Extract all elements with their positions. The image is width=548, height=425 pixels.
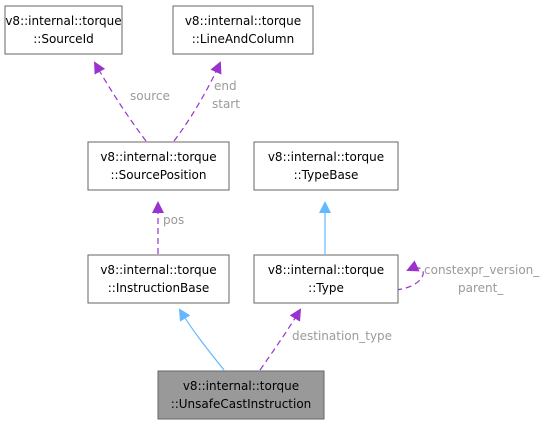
node-instruction-base-line2: ::InstructionBase [108, 281, 210, 295]
node-source-id[interactable]: v8::internal::torque ::SourceId [4, 5, 123, 55]
edge-label-constexpr-line2: parent_ [458, 281, 504, 295]
edge-label-end: end [214, 79, 237, 93]
node-unsafe-cast-instruction[interactable]: v8::internal::torque ::UnsafeCastInstruc… [157, 370, 325, 420]
node-unsafe-cast-instruction-line1: v8::internal::torque [183, 379, 299, 393]
node-unsafe-cast-instruction-line2: ::UnsafeCastInstruction [171, 397, 312, 411]
edge-source [94, 61, 147, 142]
node-type[interactable]: v8::internal::torque ::Type [253, 254, 399, 304]
node-line-and-column-line2: ::LineAndColumn [192, 32, 294, 46]
edge-destination-type [259, 308, 302, 371]
node-source-id-line1: v8::internal::torque [5, 14, 121, 28]
edge-label-constexpr-line1: constexpr_version_ [424, 263, 540, 277]
node-source-position-line1: v8::internal::torque [100, 150, 216, 164]
edge-label-source: source [130, 89, 170, 103]
node-instruction-base[interactable]: v8::internal::torque ::InstructionBase [87, 254, 230, 304]
node-source-position[interactable]: v8::internal::torque ::SourcePosition [87, 141, 230, 191]
edge-label-destination-type: destination_type [292, 329, 392, 343]
edge-label-pos: pos [163, 213, 184, 227]
edge-label-start: start [212, 97, 240, 111]
node-instruction-base-line1: v8::internal::torque [100, 263, 216, 277]
node-type-base-line2: ::TypeBase [294, 168, 359, 182]
node-type-base[interactable]: v8::internal::torque ::TypeBase [253, 141, 399, 191]
node-line-and-column[interactable]: v8::internal::torque ::LineAndColumn [172, 5, 314, 55]
node-type-line2: ::Type [308, 281, 344, 295]
node-source-id-line2: ::SourceId [33, 32, 93, 46]
edge-constexpr-self-loop [395, 260, 424, 291]
node-line-and-column-line1: v8::internal::torque [185, 14, 301, 28]
node-type-base-line1: v8::internal::torque [268, 150, 384, 164]
edge-end-start [173, 61, 222, 142]
node-source-position-line2: ::SourcePosition [110, 168, 206, 182]
edge-unsafecast-inherits-instructionbase [178, 308, 225, 371]
node-type-line1: v8::internal::torque [268, 263, 384, 277]
